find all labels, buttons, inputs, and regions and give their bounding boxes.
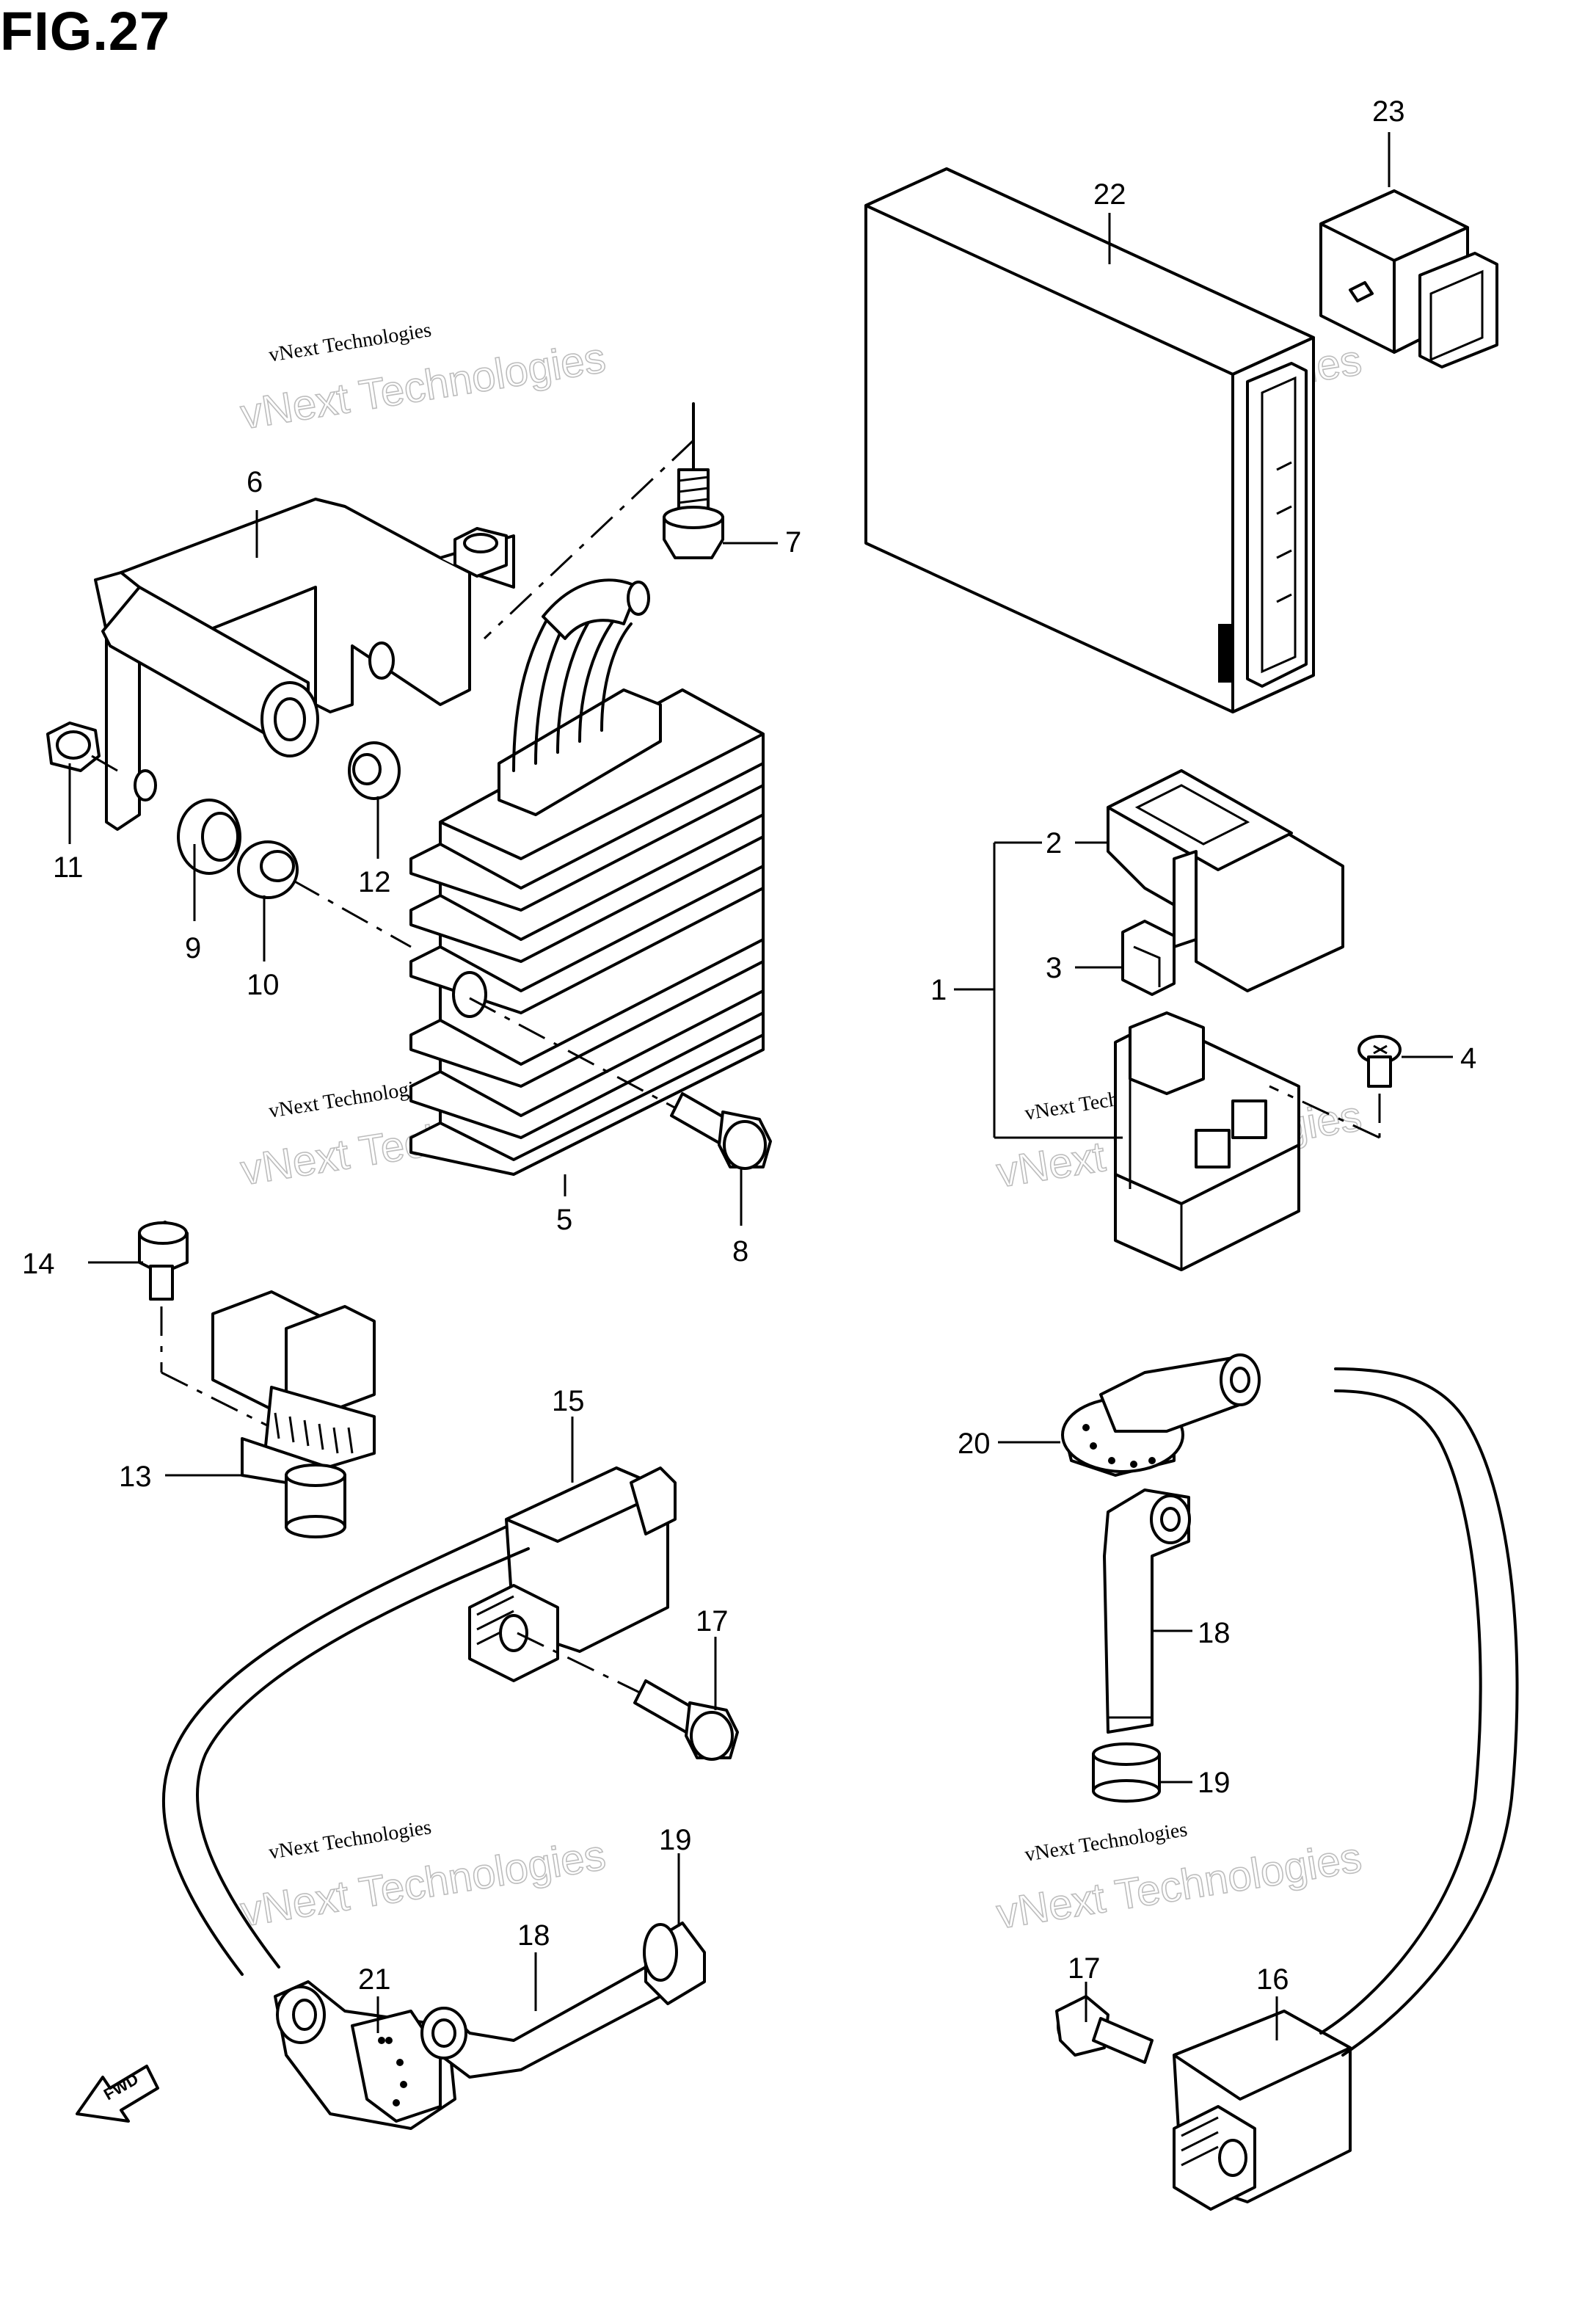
bolt-part-14 [138, 1221, 272, 1429]
bolt-part-7 [483, 402, 724, 640]
callout-20: 20 [958, 1428, 991, 1460]
fwd-arrow-icon: FWD [76, 2065, 159, 2123]
fusebox-base-part-1 [1114, 1011, 1300, 1271]
screw-part-4 [1269, 1035, 1402, 1139]
plug-cap-part-20 [1061, 1353, 1261, 1477]
callout-labels: 6 7 11 9 10 12 5 8 22 23 2 3 1 4 14 13 1… [22, 95, 1476, 1996]
figure-title: FIG.27 [0, 1, 171, 62]
callout-17-right: 17 [1068, 1952, 1101, 1985]
nut-part-11 [46, 721, 118, 772]
callout-21: 21 [358, 1963, 391, 1996]
callout-10: 10 [247, 969, 280, 1001]
bracket-part-6 [94, 498, 515, 831]
callout-18-left: 18 [517, 1919, 550, 1952]
watermark-top-left: vNext Technologies vNext Technologies [237, 319, 609, 439]
bolt-part-8 [469, 997, 772, 1170]
ignition-coil-part-16 [1173, 1367, 1519, 2211]
callout-23: 23 [1372, 95, 1405, 128]
relay-part-23 [1319, 189, 1498, 368]
ecm-part-22 [864, 167, 1315, 713]
ignition-coil-part-15 [161, 1466, 677, 1976]
callout-3: 3 [1046, 952, 1062, 984]
sensor-part-13 [211, 1290, 376, 1538]
regulator-part-5 [409, 578, 765, 1176]
bolt-part-17-left [633, 1679, 739, 1761]
collar-part-10 [237, 840, 412, 948]
callout-17-left: 17 [696, 1605, 729, 1637]
callout-19-right: 19 [1198, 1767, 1231, 1799]
callout-14: 14 [22, 1248, 55, 1280]
callout-5: 5 [556, 1204, 572, 1236]
watermark-bottom-left: vNext Technologies vNext Technologies [237, 1816, 609, 1936]
callout-19-left: 19 [659, 1824, 692, 1856]
plug-boot-part-18-left [420, 1966, 662, 2079]
callout-22: 22 [1093, 178, 1126, 211]
callout-7: 7 [785, 526, 801, 559]
watermark-text: vNext Technologies [267, 1075, 433, 1123]
watermark-text: vNext Technologies [1023, 1818, 1189, 1866]
leader-lines [68, 132, 1453, 2040]
callout-1: 1 [930, 974, 947, 1006]
callout-2: 2 [1046, 827, 1062, 859]
callout-4: 4 [1460, 1042, 1476, 1075]
watermark-text: vNext Technologies [267, 319, 433, 367]
callout-9: 9 [185, 932, 201, 964]
callout-18-right: 18 [1198, 1617, 1231, 1649]
cap-part-19-right [1092, 1742, 1161, 1803]
bolt-part-17-right [1055, 1995, 1154, 2064]
fusebox-cover-part-2 [1107, 769, 1344, 992]
cap-part-19-left [643, 1922, 706, 2005]
callout-12: 12 [358, 866, 391, 898]
callout-15: 15 [552, 1385, 585, 1417]
grommet-part-9 [177, 799, 241, 875]
callout-11: 11 [53, 851, 84, 884]
callout-13: 13 [119, 1461, 152, 1493]
callout-8: 8 [732, 1235, 748, 1268]
callout-6: 6 [247, 466, 263, 498]
fuse-part-3 [1121, 920, 1176, 996]
watermark-text: vNext Technologies [267, 1816, 433, 1864]
plug-cap-part-21 [274, 1980, 456, 2130]
plug-boot-part-18-right [1103, 1488, 1191, 1734]
watermark-bottom-right: vNext Technologies vNext Technologies [993, 1818, 1365, 1938]
callout-16: 16 [1256, 1963, 1289, 1996]
nut-part-12 [348, 741, 401, 800]
